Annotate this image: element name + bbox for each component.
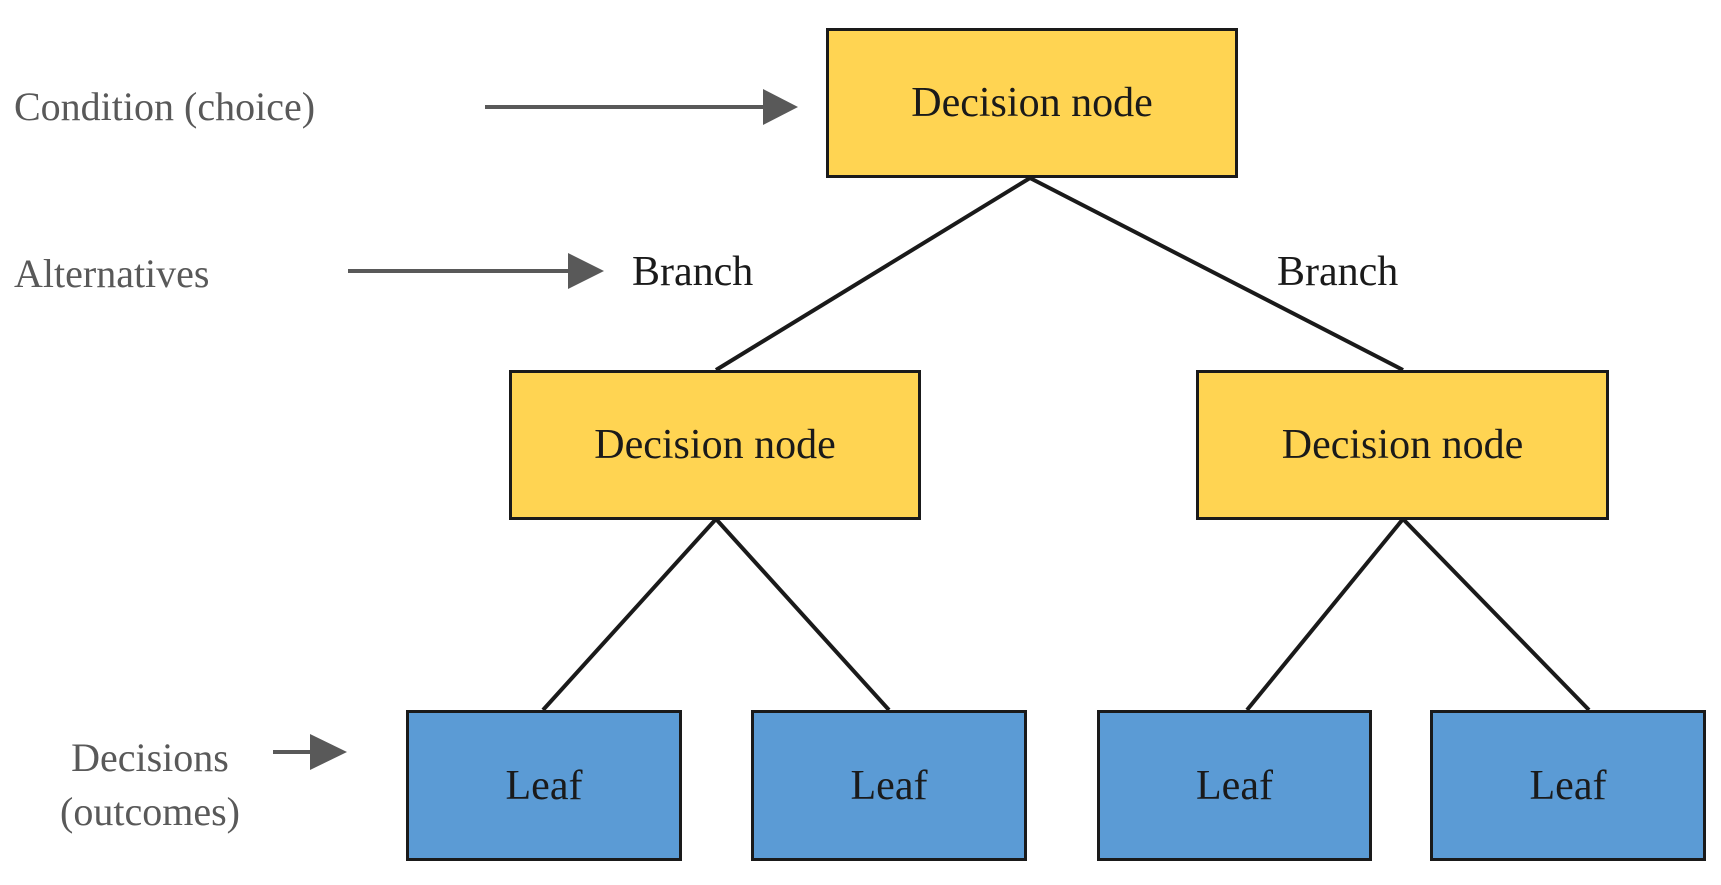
leaf-node-2: Leaf xyxy=(751,710,1027,861)
legend-decisions-line1: Decisions xyxy=(71,735,229,780)
edge-root-right xyxy=(1029,176,1404,372)
leaf-node-4: Leaf xyxy=(1430,710,1706,861)
leaf-node-2-label: Leaf xyxy=(850,762,928,809)
arrow-condition xyxy=(485,89,798,125)
legend-decisions-label: Decisions (outcomes) xyxy=(40,731,260,839)
edge-root-left xyxy=(714,176,1032,372)
decision-node-root: Decision node xyxy=(826,28,1238,178)
legend-alternatives-label: Alternatives xyxy=(14,251,210,296)
edge-right-leaf3 xyxy=(1245,517,1405,712)
leaf-node-3: Leaf xyxy=(1097,710,1372,861)
edge-left-leaf2 xyxy=(714,517,891,712)
edge-right-leaf4 xyxy=(1401,517,1591,712)
decision-node-left-label: Decision node xyxy=(594,422,836,468)
decision-node-root-label: Decision node xyxy=(911,80,1153,126)
branch-label-right: Branch xyxy=(1277,249,1399,295)
edge-left-leaf1 xyxy=(541,517,718,712)
arrow-decisions xyxy=(273,734,347,770)
decision-node-right: Decision node xyxy=(1196,370,1609,520)
branch-label-left: Branch xyxy=(632,249,754,295)
arrow-alternatives xyxy=(348,253,604,289)
decision-node-left: Decision node xyxy=(509,370,921,520)
decision-node-right-label: Decision node xyxy=(1281,422,1524,468)
leaf-node-1-label: Leaf xyxy=(505,762,583,809)
legend-decisions-line2: (outcomes) xyxy=(60,789,240,834)
leaf-node-3-label: Leaf xyxy=(1196,762,1273,809)
leaf-node-4-label: Leaf xyxy=(1529,762,1607,809)
legend-condition-label: Condition (choice) xyxy=(14,84,316,129)
leaf-node-1: Leaf xyxy=(406,710,682,861)
